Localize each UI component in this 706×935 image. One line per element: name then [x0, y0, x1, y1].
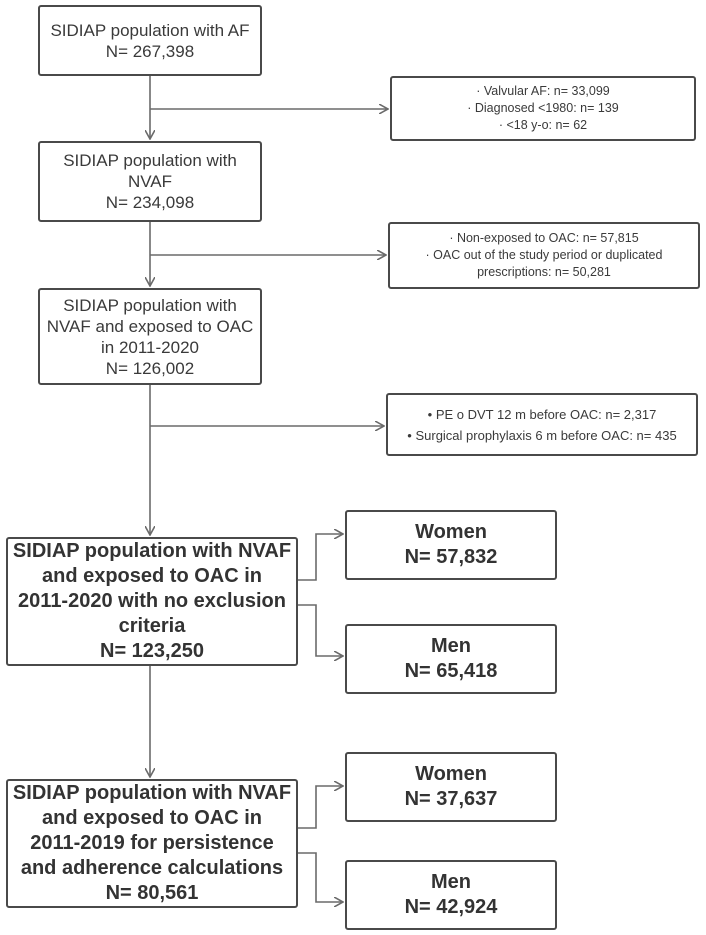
exclusion-1-line-1: · Valvular AF: n= 33,099	[476, 84, 610, 98]
box-men-2-count: N= 42,924	[404, 896, 498, 918]
box-women-2-label: Women	[415, 763, 487, 785]
box-men-1-count: N= 65,418	[404, 660, 498, 682]
box-population-no-exclusion: SIDIAP population with NVAF and exposed …	[6, 537, 298, 666]
box-population-no-exclusion-line-1: SIDIAP population with NVAF	[12, 540, 292, 562]
box-population-nvaf-oac-line-2: NVAF and exposed to OAC	[46, 316, 254, 336]
box-population-nvaf-oac-line-1: SIDIAP population with	[63, 295, 237, 315]
box-population-af-line-2: N= 267,398	[105, 41, 195, 61]
box-population-nvaf-line-3: N= 234,098	[105, 193, 195, 212]
box-men-2-label: Men	[431, 871, 471, 893]
box-women-1: Women N= 57,832	[345, 510, 557, 580]
arrow-to-men-2	[298, 852, 343, 902]
box-population-nvaf: SIDIAP population with NVAF N= 234,098	[38, 141, 262, 222]
box-population-af-line-1: SIDIAP population with AF	[50, 20, 250, 40]
box-population-persistence-line-1: SIDIAP population with NVAF	[12, 782, 292, 804]
exclusion-box-1: · Valvular AF: n= 33,099 · Diagnosed <19…	[390, 76, 696, 141]
box-population-no-exclusion-line-4: criteria	[118, 615, 186, 637]
box-population-nvaf-oac-line-4: N= 126,002	[105, 358, 195, 378]
box-population-no-exclusion-line-5: N= 123,250	[100, 640, 204, 662]
box-population-nvaf-line-2: NVAF	[127, 172, 173, 191]
box-population-af: SIDIAP population with AF N= 267,398	[38, 5, 262, 76]
box-population-nvaf-line-1: SIDIAP population with	[63, 151, 237, 170]
box-population-persistence-line-3: 2011-2019 for persistence	[30, 832, 274, 854]
box-population-persistence-line-4: and adherence calculations	[20, 857, 284, 879]
box-women-2: Women N= 37,637	[345, 752, 557, 822]
arrow-to-men-1	[298, 604, 343, 656]
exclusion-2-line-1: · Non-exposed to OAC: n= 57,815	[449, 231, 639, 245]
exclusion-3-line-2: • Surgical prophylaxis 6 m before OAC: n…	[407, 427, 677, 443]
box-men-1: Men N= 65,418	[345, 624, 557, 694]
arrow-to-women-1	[298, 534, 343, 581]
exclusion-1-line-3: · <18 y-o: n= 62	[498, 118, 588, 132]
box-population-no-exclusion-line-3: 2011-2020 with no exclusion	[18, 590, 286, 612]
box-population-nvaf-oac: SIDIAP population with NVAF and exposed …	[38, 288, 262, 385]
box-men-1-label: Men	[431, 635, 471, 657]
exclusion-2-line-2: · OAC out of the study period or duplica…	[425, 248, 663, 262]
exclusion-box-3: • PE o DVT 12 m before OAC: n= 2,317 • S…	[386, 393, 698, 456]
exclusion-2-line-3: prescriptions: n= 50,281	[477, 265, 611, 279]
arrow-to-women-2	[298, 786, 343, 829]
box-population-persistence: SIDIAP population with NVAF and exposed …	[6, 779, 298, 908]
box-population-no-exclusion-line-2: and exposed to OAC in	[41, 565, 263, 587]
exclusion-box-2: · Non-exposed to OAC: n= 57,815 · OAC ou…	[388, 222, 700, 289]
box-women-1-label: Women	[415, 521, 487, 543]
box-men-2: Men N= 42,924	[345, 860, 557, 930]
box-women-1-count: N= 57,832	[404, 546, 498, 568]
box-population-nvaf-oac-line-3: in 2011-2020	[101, 337, 199, 357]
exclusion-1-line-2: · Diagnosed <1980: n= 139	[467, 101, 619, 115]
exclusion-3-line-1: • PE o DVT 12 m before OAC: n= 2,317	[427, 406, 657, 422]
box-population-persistence-line-2: and exposed to OAC in	[41, 807, 263, 829]
box-women-2-count: N= 37,637	[404, 788, 498, 810]
box-population-persistence-line-5: N= 80,561	[105, 882, 199, 904]
